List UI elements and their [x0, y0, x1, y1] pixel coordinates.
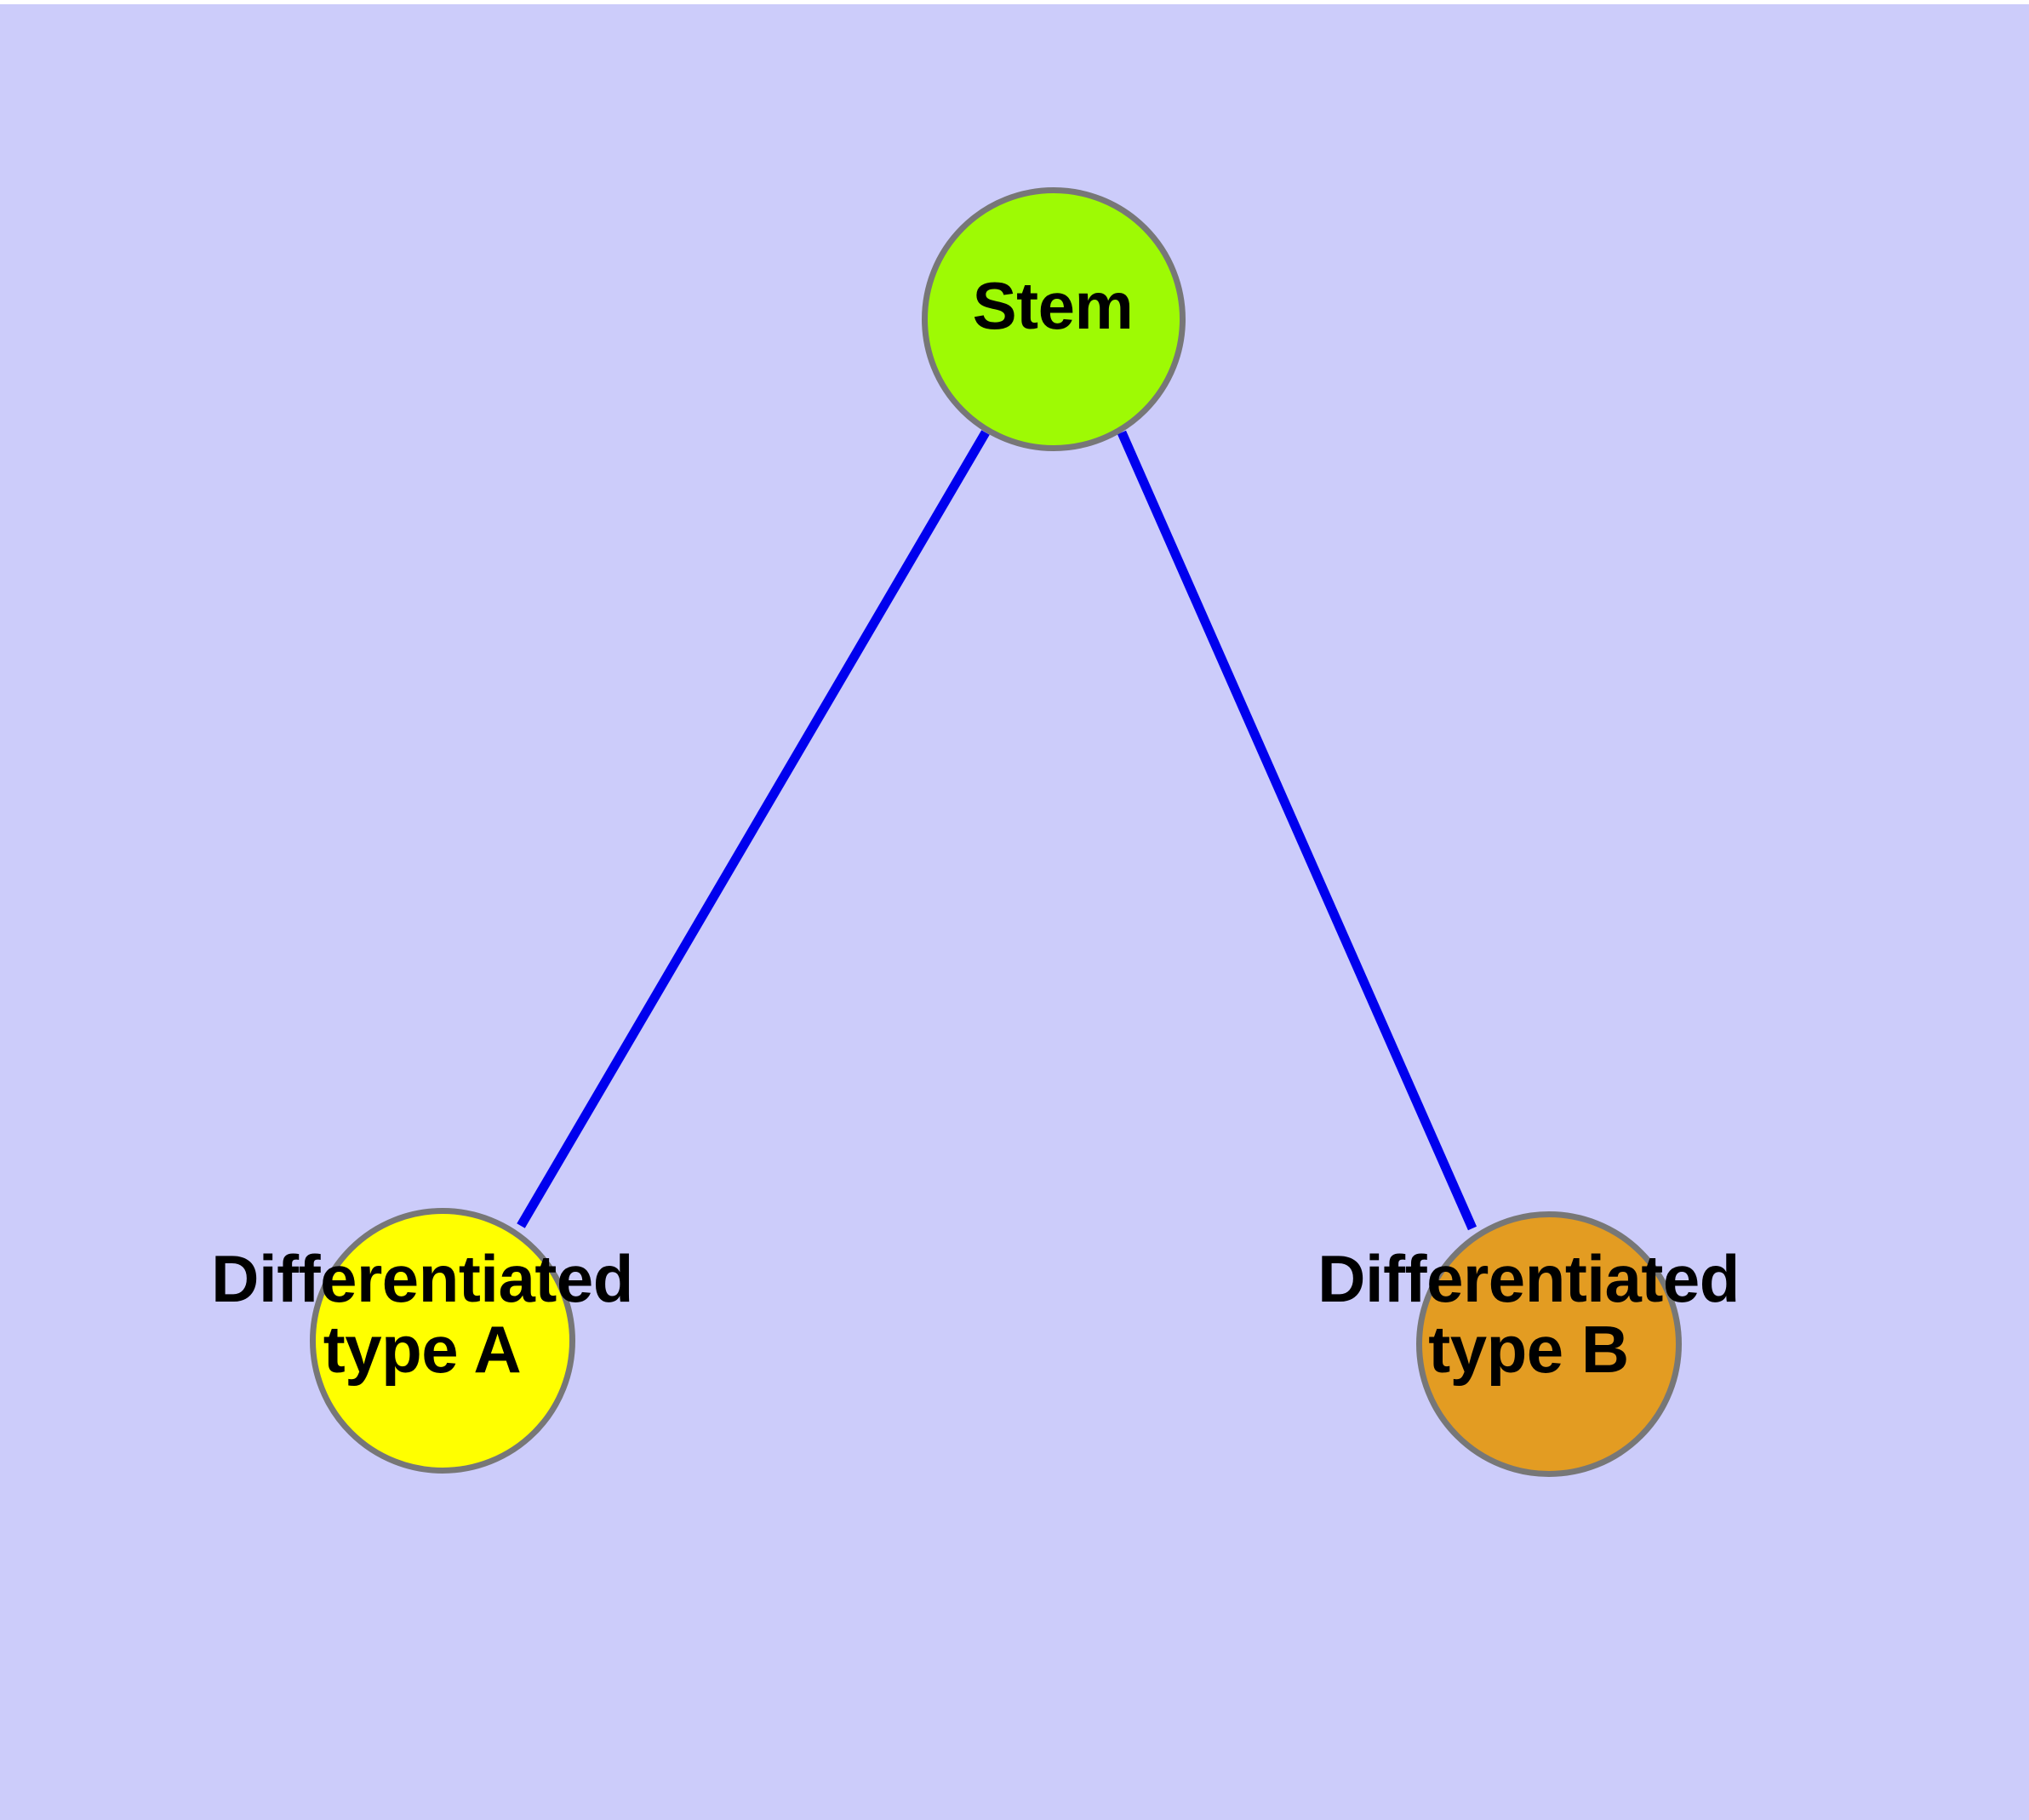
- edge-layer: [517, 430, 1477, 1231]
- node-differentiated-type-b[interactable]: [1416, 1211, 1682, 1477]
- node-label-stem: Stem: [972, 268, 1134, 343]
- diagram-canvas: Stem Differentiated type A Differentiate…: [0, 4, 2029, 1820]
- node-label-differentiated-type-a: Differentiated type A: [211, 1241, 633, 1387]
- edge-stem-to-type-a: [517, 430, 990, 1228]
- node-stem[interactable]: [922, 187, 1186, 451]
- edge-stem-to-type-b: [1117, 430, 1477, 1231]
- node-differentiated-type-a[interactable]: [310, 1208, 575, 1474]
- node-label-differentiated-type-b: Differentiated type B: [1317, 1241, 1740, 1387]
